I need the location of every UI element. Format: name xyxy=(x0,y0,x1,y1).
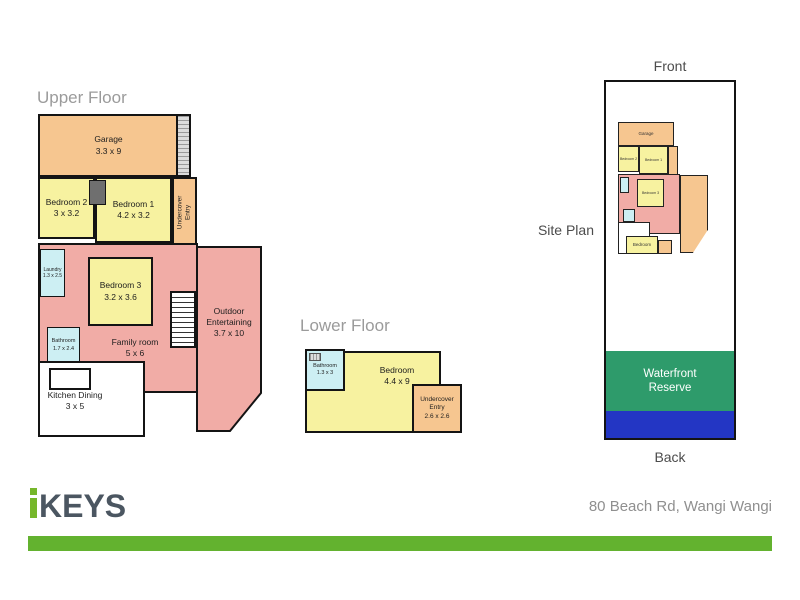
room-bathroom-upper: Bathroom 1.7 x 2.4 xyxy=(47,327,80,364)
mini-bedroom-2-label: Bedroom 2 xyxy=(619,156,638,161)
room-bathroom-lower-dims: 1.3 x 3 xyxy=(316,370,334,376)
room-kitchen-dining-name: Kitchen Dining xyxy=(47,390,103,400)
room-garage: Garage 3.3 x 9 xyxy=(38,114,191,177)
room-outdoor-entertaining: Outdoor Entertaining 3.7 x 10 xyxy=(196,246,262,432)
room-bedroom-1: Bedroom 1 4.2 x 3.2 xyxy=(95,177,172,243)
room-bedroom-lower-dims: 4.4 x 9 xyxy=(384,376,410,387)
mini-bathroom xyxy=(623,209,635,222)
mini-garage: Garage xyxy=(618,122,674,146)
wardrobe-block xyxy=(89,180,106,205)
mini-bedroom-3: Bedroom 3 xyxy=(637,179,664,207)
waterfront-reserve-band: Waterfront Reserve xyxy=(606,351,734,411)
room-outdoor-name: Outdoor Entertaining xyxy=(206,306,252,328)
mini-bedroom-1-label: Bedroom 1 xyxy=(644,157,663,162)
staircase xyxy=(170,291,196,348)
room-outdoor-dims: 3.7 x 10 xyxy=(213,328,245,339)
room-bathroom-upper-name: Bathroom xyxy=(51,338,76,345)
bathroom-fixture xyxy=(309,353,321,361)
room-bedroom-3: Bedroom 3 3.2 x 3.6 xyxy=(88,257,153,326)
room-undercover-entry-lower: Undercover Entry 2.6 x 2.6 xyxy=(412,384,462,433)
logo-text: KEYS xyxy=(39,488,127,524)
waterfront-reserve-label: Waterfront Reserve xyxy=(643,367,697,394)
mini-garage-label: Garage xyxy=(638,131,654,137)
family-room-dims: 5 x 6 xyxy=(125,348,145,359)
site-mini-floorplan: Garage Bedroom 2 Bedroom 1 Bedroom 3 Bed… xyxy=(606,118,712,260)
room-laundry: Laundry 1.3 x 2.5 xyxy=(40,249,65,297)
site-boundary: Waterfront Reserve xyxy=(604,80,736,440)
room-bedroom-3-dims: 3.2 x 3.6 xyxy=(104,291,137,302)
logo-i-mark-icon xyxy=(30,488,37,522)
room-kitchen-dining: Kitchen Dining 3 x 5 xyxy=(38,361,145,437)
room-bedroom-1-name: Bedroom 1 xyxy=(112,198,155,209)
site-back-label: Back xyxy=(654,449,686,465)
property-address: 80 Beach Rd, Wangi Wangi xyxy=(588,498,772,515)
site-front-label: Front xyxy=(653,58,687,74)
room-bedroom-2-dims: 3 x 3.2 xyxy=(53,208,80,218)
upper-floor-title: Upper Floor xyxy=(37,88,127,107)
room-laundry-dims: 1.3 x 2.5 xyxy=(42,273,63,279)
room-outdoor-label: Outdoor Entertaining 3.7 x 10 xyxy=(201,306,257,339)
mini-bedroom-1: Bedroom 1 xyxy=(639,146,668,174)
room-bathroom-lower: Bathroom 1.3 x 3 xyxy=(305,349,345,391)
mini-bedroom-2: Bedroom 2 xyxy=(618,146,639,172)
room-bathroom-upper-dims: 1.7 x 2.4 xyxy=(52,345,75,352)
family-room-name: Family room xyxy=(111,337,159,347)
room-bedroom-2-name: Bedroom 2 xyxy=(45,196,88,207)
mini-outdoor-entertaining xyxy=(680,175,708,253)
room-undercover-entry-upper-name: Undercover Entry xyxy=(176,195,192,230)
room-garage-dims: 3.3 x 9 xyxy=(95,145,122,156)
room-bedroom-3-name: Bedroom 3 xyxy=(99,280,142,291)
family-room-label: Family room 5 x 6 xyxy=(93,337,177,359)
mini-undercover-entry xyxy=(668,146,678,175)
logo-i-bar xyxy=(30,498,37,518)
site-plan-label: Site Plan xyxy=(537,222,594,238)
room-laundry-name: Laundry xyxy=(43,266,62,273)
room-garage-name: Garage xyxy=(94,134,123,145)
footer-green-bar xyxy=(28,536,772,551)
lower-floor-title: Lower Floor xyxy=(300,316,390,335)
mini-bedroom-3-label: Bedroom 3 xyxy=(641,190,660,195)
room-undercover-entry-lower-name: Undercover Entry xyxy=(420,395,454,412)
room-bedroom-1-dims: 4.2 x 3.2 xyxy=(117,210,150,220)
room-bedroom-2: Bedroom 2 3 x 3.2 xyxy=(38,177,95,239)
mini-bedroom-lower: Bedroom xyxy=(626,236,658,254)
water-band xyxy=(606,411,734,438)
garage-stairs-hatch xyxy=(176,116,189,175)
mini-undercover-lower xyxy=(658,240,672,254)
room-bedroom-lower-name: Bedroom xyxy=(379,365,415,375)
mini-laundry xyxy=(620,177,629,193)
room-undercover-entry-lower-dims: 2.6 x 2.6 xyxy=(424,412,450,420)
agency-logo: KEYS xyxy=(30,488,126,522)
room-bathroom-lower-name: Bathroom xyxy=(313,362,337,369)
room-kitchen-dining-dims: 3 x 5 xyxy=(65,401,85,412)
logo-i-dot xyxy=(30,488,37,495)
room-undercover-entry-upper: Undercover Entry xyxy=(172,177,197,248)
mini-bedroom-lower-label: Bedroom xyxy=(632,242,652,248)
outdoor-shape xyxy=(196,246,262,432)
kitchen-bench xyxy=(49,368,91,390)
